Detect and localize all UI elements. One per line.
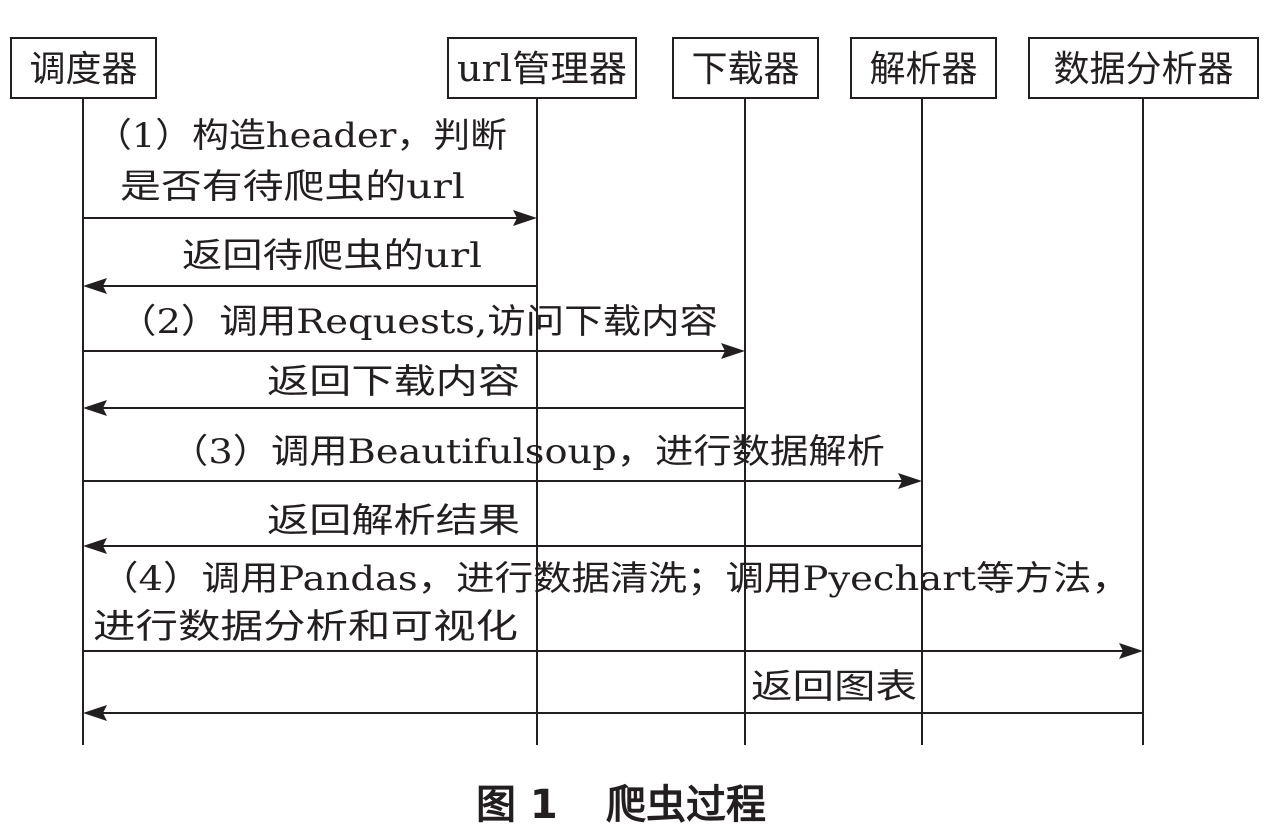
- message-7: （4）调用Pandas，进行数据清洗；调用Pyechart等方法， 进行数据分析…: [83, 559, 1143, 659]
- participant-url-manager: url管理器: [447, 37, 637, 99]
- message-label: 返回待爬虫的url: [182, 236, 482, 276]
- message-8: 返回图表: [83, 667, 1143, 721]
- participant-box: [447, 37, 637, 99]
- message-label: （3）调用Beautifulsoup，进行数据解析: [170, 432, 885, 472]
- participant-box: [850, 37, 997, 99]
- message-2: 返回待爬虫的url: [83, 236, 537, 294]
- figure-title: 爬虫过程: [606, 782, 766, 828]
- message-4: 返回下载内容: [83, 362, 745, 416]
- message-label: （1）构造header，判断: [95, 116, 507, 156]
- arrow-head-left: [83, 705, 107, 721]
- arrow-head-right: [513, 210, 537, 226]
- figure-caption: 图 1 爬虫过程: [476, 782, 766, 828]
- participant-downloader: 下载器: [672, 37, 819, 99]
- arrow-head-right: [1119, 643, 1143, 659]
- arrow-head-left: [83, 278, 107, 294]
- message-label: 返回图表: [751, 667, 917, 707]
- message-label: 进行数据分析和可视化: [93, 607, 518, 647]
- message-1: （1）构造header，判断 是否有待爬虫的url: [83, 116, 537, 226]
- message-label: （2）调用Requests,访问下载内容: [118, 302, 718, 342]
- arrow-head-left: [83, 538, 107, 554]
- participant-box: [672, 37, 819, 99]
- participant-label: 数据分析器: [1053, 49, 1233, 90]
- arrow-head-right: [721, 343, 745, 359]
- message-label: 返回下载内容: [267, 362, 520, 402]
- participant-label: 下载器: [691, 49, 799, 90]
- participant-parser: 解析器: [850, 37, 997, 99]
- participant-scheduler: 调度器: [10, 37, 157, 99]
- arrow-head-left: [83, 400, 107, 416]
- message-label: （4）调用Pandas，进行数据清洗；调用Pyechart等方法，: [100, 559, 1130, 599]
- participant-box: [10, 37, 157, 99]
- message-6: 返回解析结果: [83, 501, 922, 554]
- participant-label: 调度器: [29, 49, 137, 90]
- participant-label: 解析器: [869, 49, 977, 90]
- message-label: 返回解析结果: [267, 501, 520, 541]
- figure-number: 图 1: [476, 782, 558, 828]
- message-3: （2）调用Requests,访问下载内容: [83, 302, 745, 359]
- participant-label: url管理器: [457, 49, 627, 90]
- participant-analyzer: 数据分析器: [1028, 37, 1259, 99]
- arrow-head-right: [898, 473, 922, 489]
- message-label: 是否有待爬虫的url: [120, 167, 465, 207]
- message-5: （3）调用Beautifulsoup，进行数据解析: [83, 432, 922, 489]
- lifelines: [82, 98, 1144, 745]
- participant-box: [1028, 37, 1259, 99]
